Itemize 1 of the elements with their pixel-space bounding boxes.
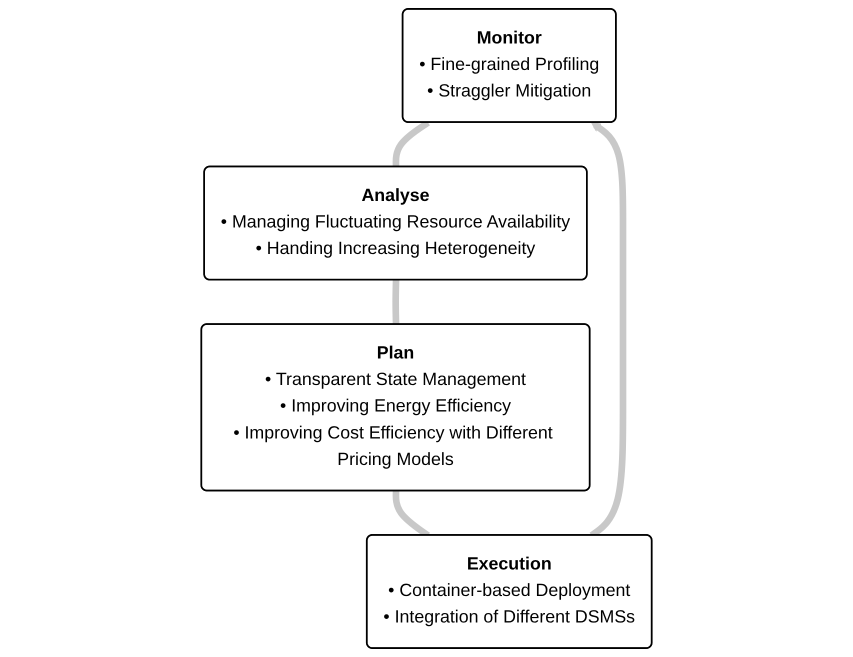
connector bbox=[392, 280, 400, 325]
